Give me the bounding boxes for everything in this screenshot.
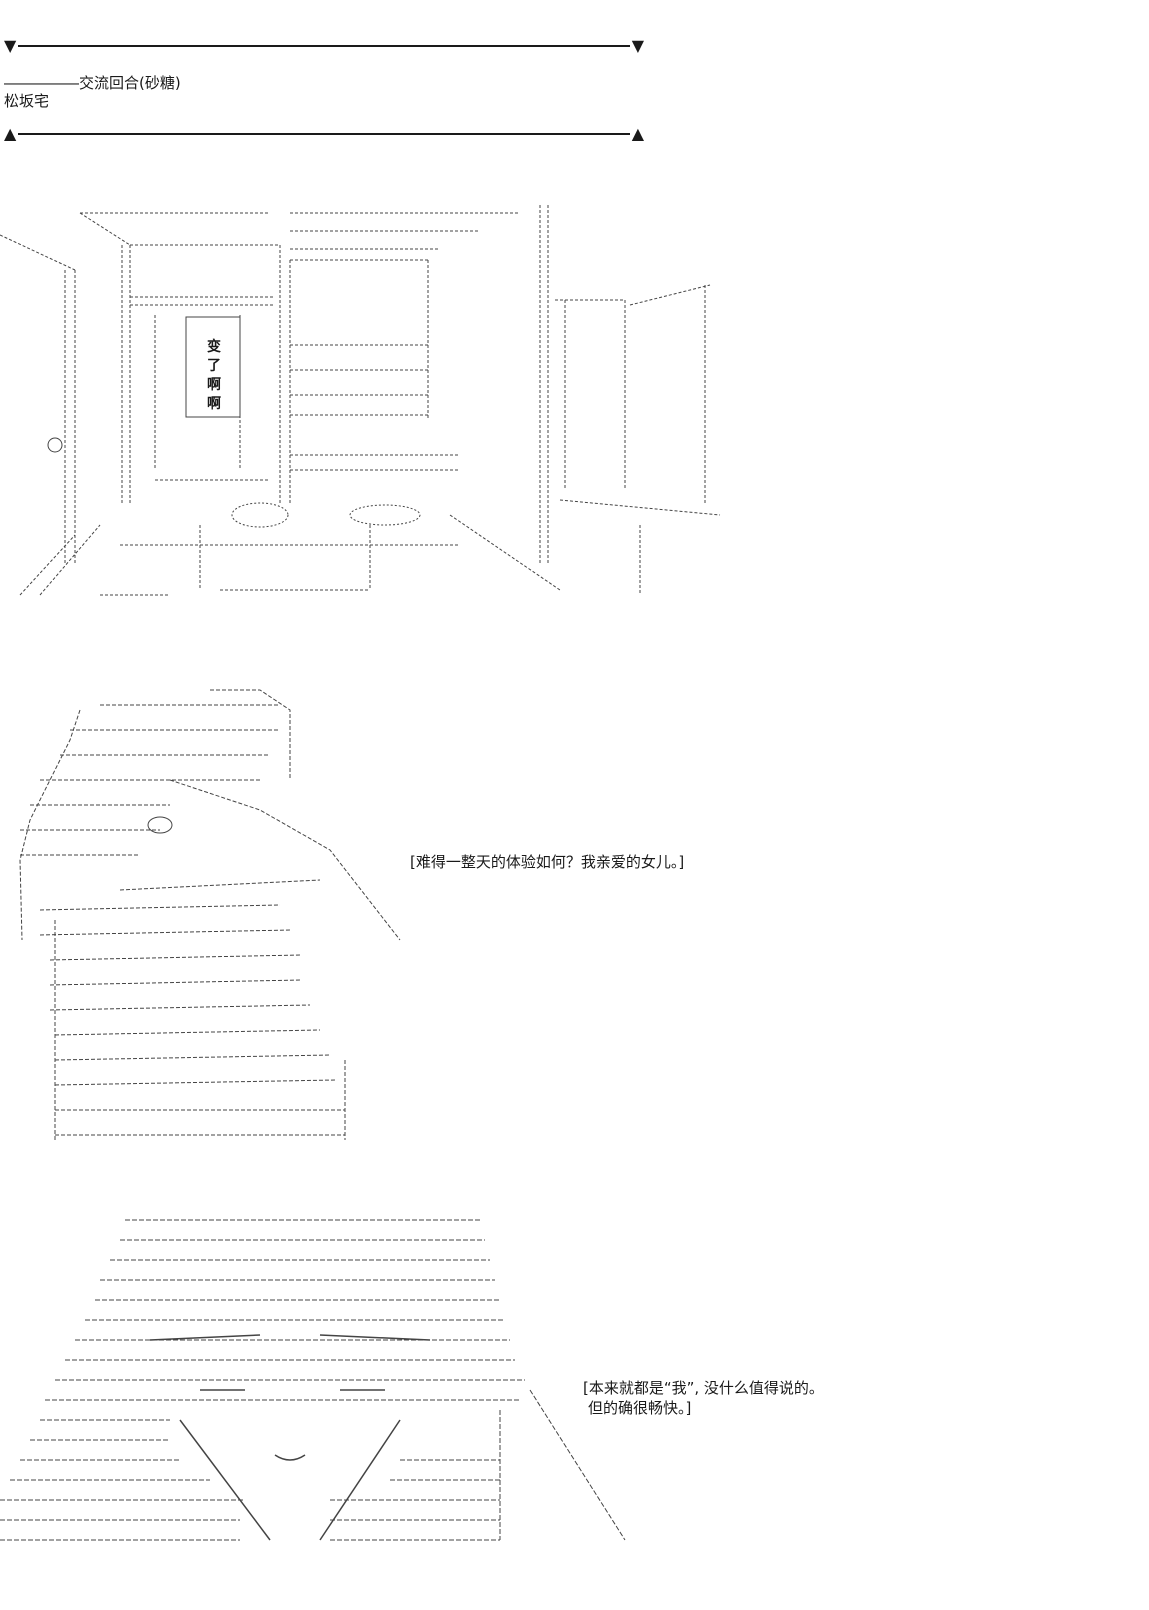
scroll-char: 变 — [207, 339, 221, 355]
location-label: 松坂宅 — [4, 92, 50, 110]
down-triangle-icon: ▼ — [4, 36, 17, 55]
scroll-char: 啊 — [207, 377, 221, 393]
scroll-char: 了 — [207, 358, 221, 374]
character-hair-illustration — [19, 689, 401, 1140]
scene-title: ―――――交流回合(砂糖) — [4, 74, 181, 92]
up-triangle-icon: ▲ — [4, 124, 17, 143]
dialogue-bubble-2-line1: [本来就都是“我”, 没什么值得说的。 — [583, 1379, 824, 1397]
divider-line — [18, 45, 630, 47]
dialogue-bubble-1: [难得一整天的体验如何？我亲爱的女儿。] — [410, 853, 685, 871]
scroll-char: 啊 — [207, 396, 221, 412]
room-illustration — [0, 205, 721, 596]
wall-scroll: 变 了 啊 啊 — [204, 338, 224, 414]
divider-line — [18, 133, 630, 135]
up-triangle-icon: ▲ — [631, 124, 644, 143]
dialogue-bubble-2-line2: 但的确很畅快。] — [588, 1399, 692, 1417]
top-divider: ▼ ▼ — [4, 38, 644, 54]
face-closeup-illustration — [0, 1219, 626, 1541]
bottom-divider: ▲ ▲ — [4, 126, 644, 142]
down-triangle-icon: ▼ — [631, 36, 644, 55]
